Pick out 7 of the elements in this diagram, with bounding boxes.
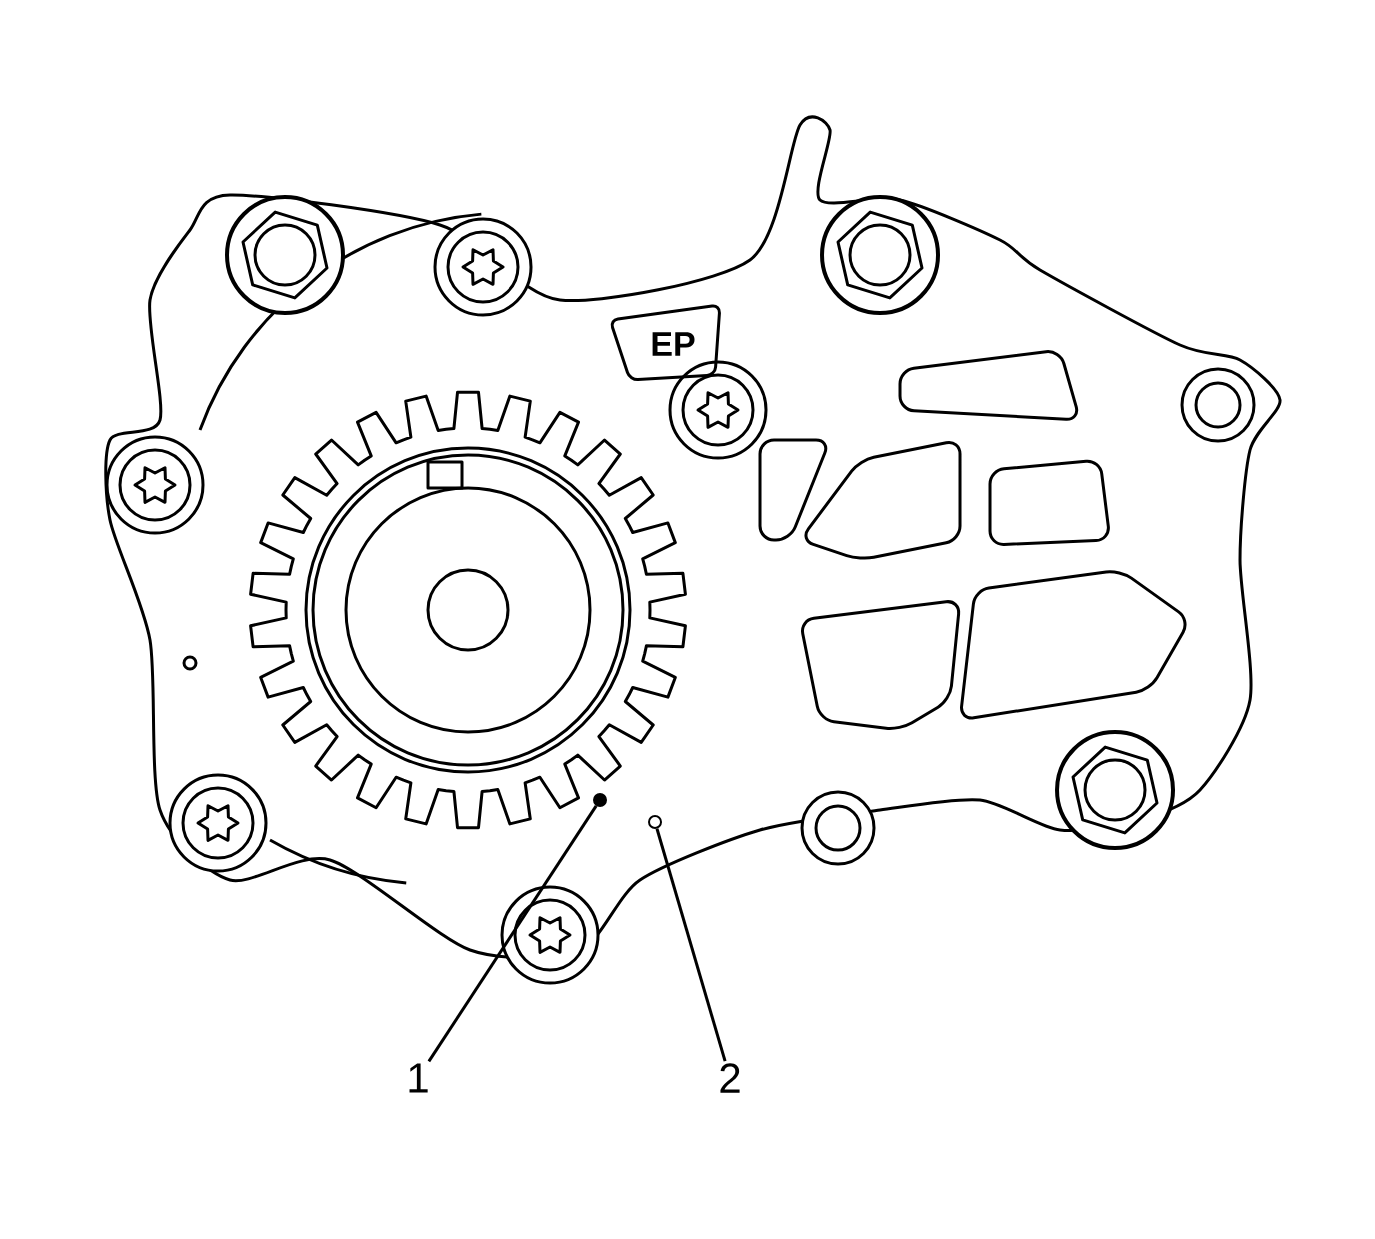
callout-number: 1 xyxy=(409,1063,428,1093)
leader-line xyxy=(427,805,598,1063)
leader-line xyxy=(655,828,727,1062)
callout-number: 2 xyxy=(720,1063,740,1093)
marked-point xyxy=(648,815,662,829)
marked-point xyxy=(593,793,607,807)
cast-marking: EP xyxy=(652,332,695,356)
